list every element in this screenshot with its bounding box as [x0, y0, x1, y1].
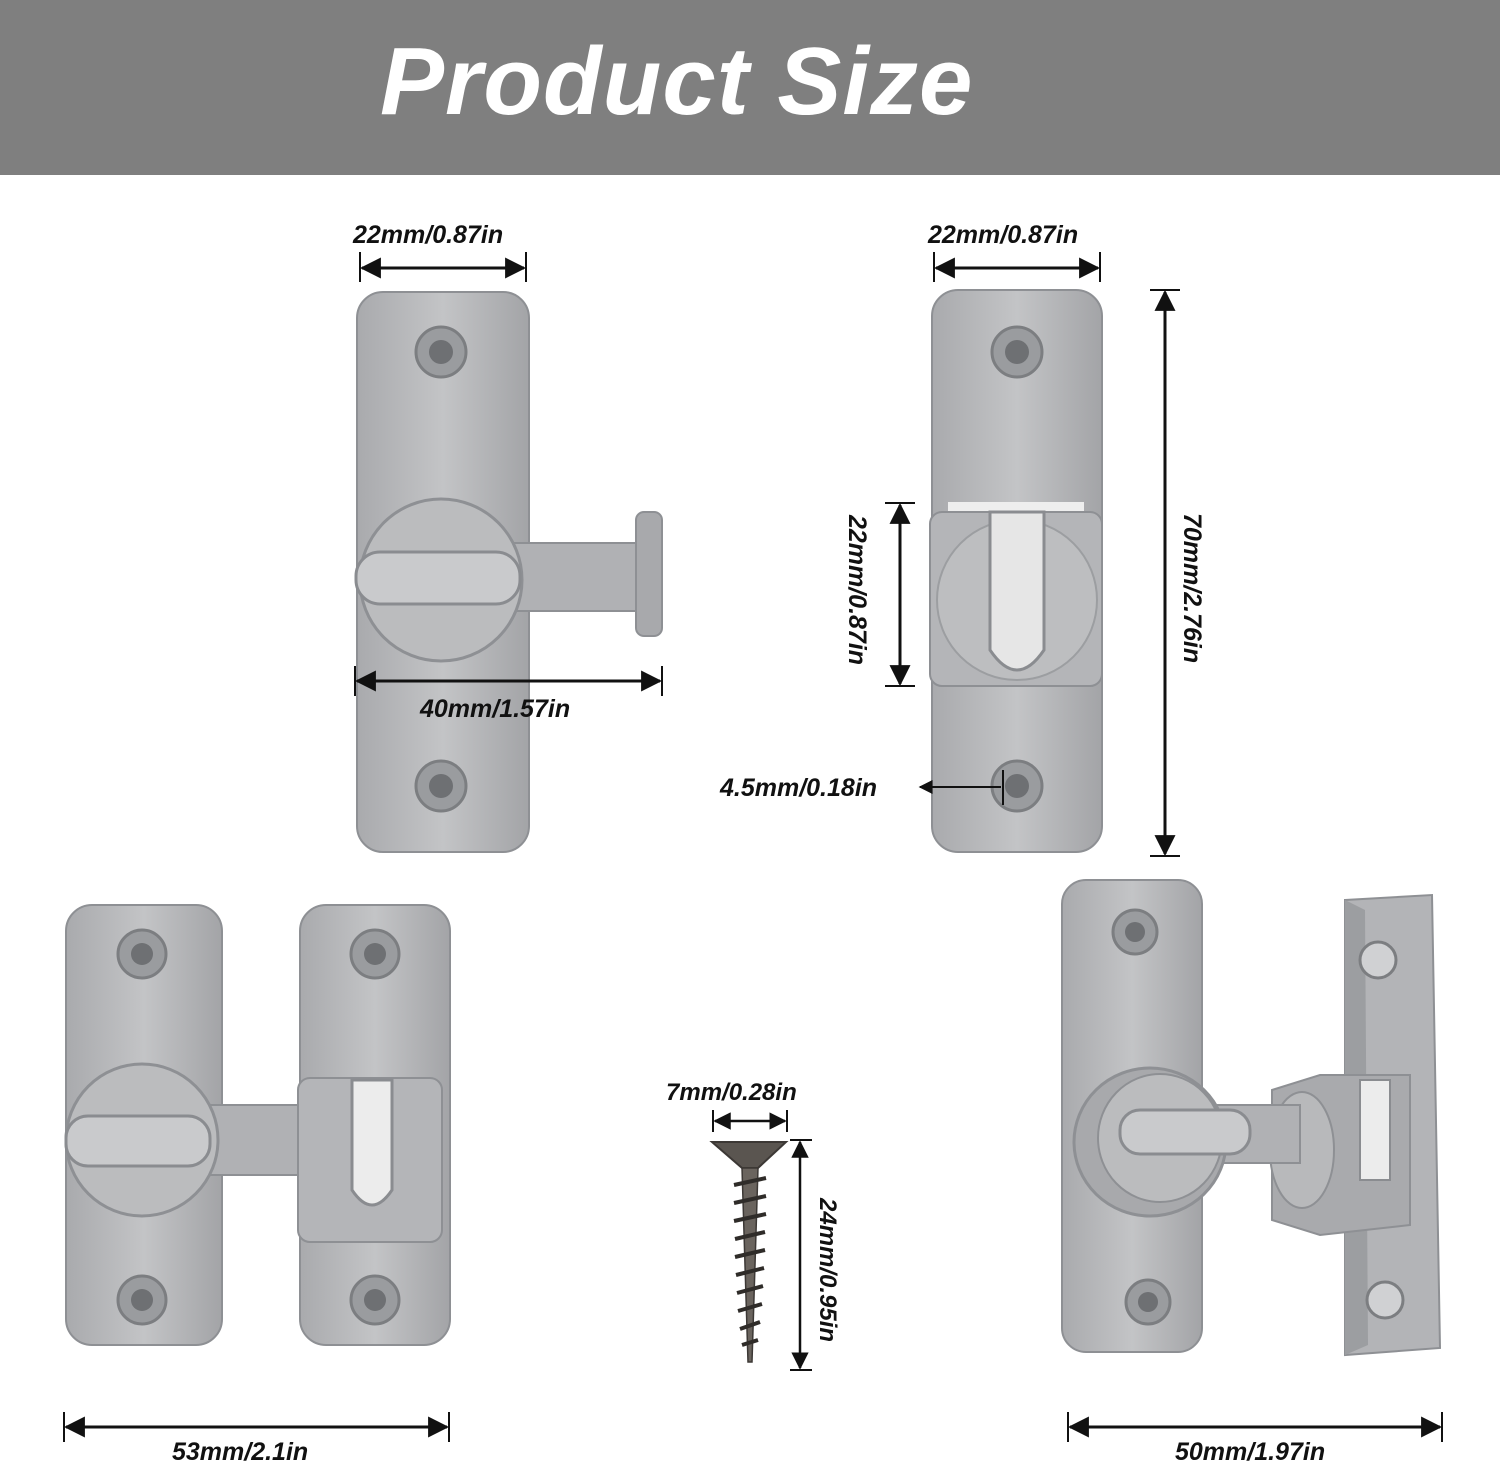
strike-plate-view	[929, 289, 1103, 853]
latch-front-dimensions	[354, 252, 663, 696]
assembled-90-view	[1061, 879, 1442, 1357]
strike-width-label: 22mm/0.87in	[928, 221, 1079, 249]
latch-width-label: 22mm/0.87in	[353, 221, 504, 249]
title-banner: Product Size	[0, 0, 1500, 175]
latch-front-view	[354, 291, 663, 853]
keeper-height-label: 22mm/0.87in	[843, 514, 871, 666]
screw-head-label: 7mm/0.28in	[666, 1079, 797, 1106]
strike-plate-dimensions	[885, 252, 1180, 857]
screw-dimensions	[712, 1110, 812, 1371]
screw-view	[709, 1141, 789, 1363]
flat-width-label: 53mm/2.1in	[172, 1438, 309, 1466]
plate-height-label: 70mm/2.76in	[1178, 513, 1206, 664]
assembled-90-dimensions	[1067, 1412, 1443, 1442]
hole-diameter-label: 4.5mm/0.18in	[720, 774, 878, 802]
assembled-flat-view	[64, 904, 451, 1346]
page-title: Product Size	[380, 28, 974, 135]
bolt-length-label: 40mm/1.57in	[420, 695, 571, 723]
screw-length-label: 24mm/0.95in	[814, 1198, 841, 1343]
angled-width-label: 50mm/1.97in	[1175, 1438, 1326, 1466]
assembled-flat-dimensions	[63, 1412, 450, 1442]
